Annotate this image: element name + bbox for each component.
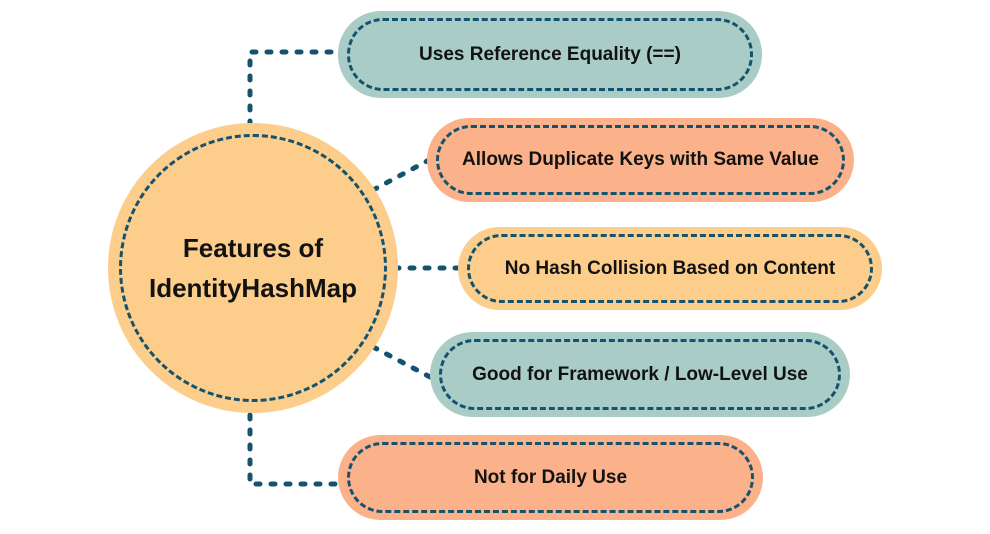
- feature-node-reference-equality: Uses Reference Equality (==): [338, 11, 762, 98]
- center-title-line2: IdentityHashMap: [148, 273, 358, 303]
- feature-label: Not for Daily Use: [473, 466, 628, 488]
- feature-node-framework-use: Good for Framework / Low-Level Use: [430, 332, 850, 417]
- feature-node-border: Uses Reference Equality (==): [347, 18, 753, 91]
- feature-node-border: No Hash Collision Based on Content: [467, 234, 873, 303]
- feature-node-border: Not for Daily Use: [347, 442, 754, 513]
- center-node-dashed-ring: Features of IdentityHashMap: [119, 134, 387, 402]
- center-node: Features of IdentityHashMap: [108, 123, 398, 413]
- feature-label: Uses Reference Equality (==): [419, 43, 681, 65]
- feature-node-duplicate-keys: Allows Duplicate Keys with Same Value: [427, 118, 854, 202]
- center-title-line1: Features of: [182, 233, 324, 263]
- feature-node-border: Allows Duplicate Keys with Same Value: [436, 125, 845, 195]
- connector-top-elbow: [247, 49, 343, 143]
- feature-label: No Hash Collision Based on Content: [504, 257, 836, 279]
- feature-node-no-hash-collision: No Hash Collision Based on Content: [458, 227, 882, 310]
- feature-label: Good for Framework / Low-Level Use: [472, 363, 808, 385]
- feature-node-not-daily-use: Not for Daily Use: [338, 435, 763, 520]
- feature-node-border: Good for Framework / Low-Level Use: [439, 339, 841, 410]
- connector-bottom-elbow: [247, 397, 343, 487]
- feature-label: Allows Duplicate Keys with Same Value: [462, 149, 819, 170]
